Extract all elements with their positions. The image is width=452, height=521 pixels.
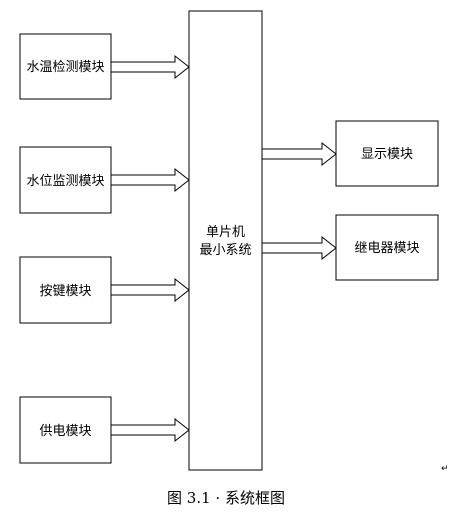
arrow-mcu-to-relay xyxy=(261,235,337,261)
relay-module: 继电器模块 xyxy=(335,214,439,281)
keys-label: 按键模块 xyxy=(39,284,91,299)
water-level-module: 水位监测模块 xyxy=(19,146,112,214)
relay-label: 继电器模块 xyxy=(354,241,419,256)
paragraph-mark-right: ↵ xyxy=(441,464,449,474)
arrow-mcu-to-display xyxy=(261,141,337,167)
arrow-keys-to-mcu xyxy=(110,277,190,303)
mcu-label-line1: 单片机 xyxy=(206,225,245,240)
mcu-block: 单片机 最小系统 xyxy=(188,10,263,471)
arrow-temp-to-mcu xyxy=(110,54,190,80)
water-temp-module: 水温检测模块 xyxy=(19,33,112,100)
keys-module: 按键模块 xyxy=(19,256,112,324)
arrow-power-to-mcu xyxy=(110,417,190,443)
display-label: 显示模块 xyxy=(361,147,413,162)
display-module: 显示模块 xyxy=(335,120,439,187)
water-temp-label: 水温检测模块 xyxy=(26,60,104,75)
figure-caption: 图 3.1 · 系统框图 xyxy=(167,489,285,507)
power-module: 供电模块 xyxy=(19,396,112,464)
arrow-level-to-mcu xyxy=(110,167,190,193)
power-label: 供电模块 xyxy=(39,424,91,439)
water-level-label: 水位监测模块 xyxy=(26,174,104,189)
mcu-label-line2: 最小系统 xyxy=(199,243,251,258)
